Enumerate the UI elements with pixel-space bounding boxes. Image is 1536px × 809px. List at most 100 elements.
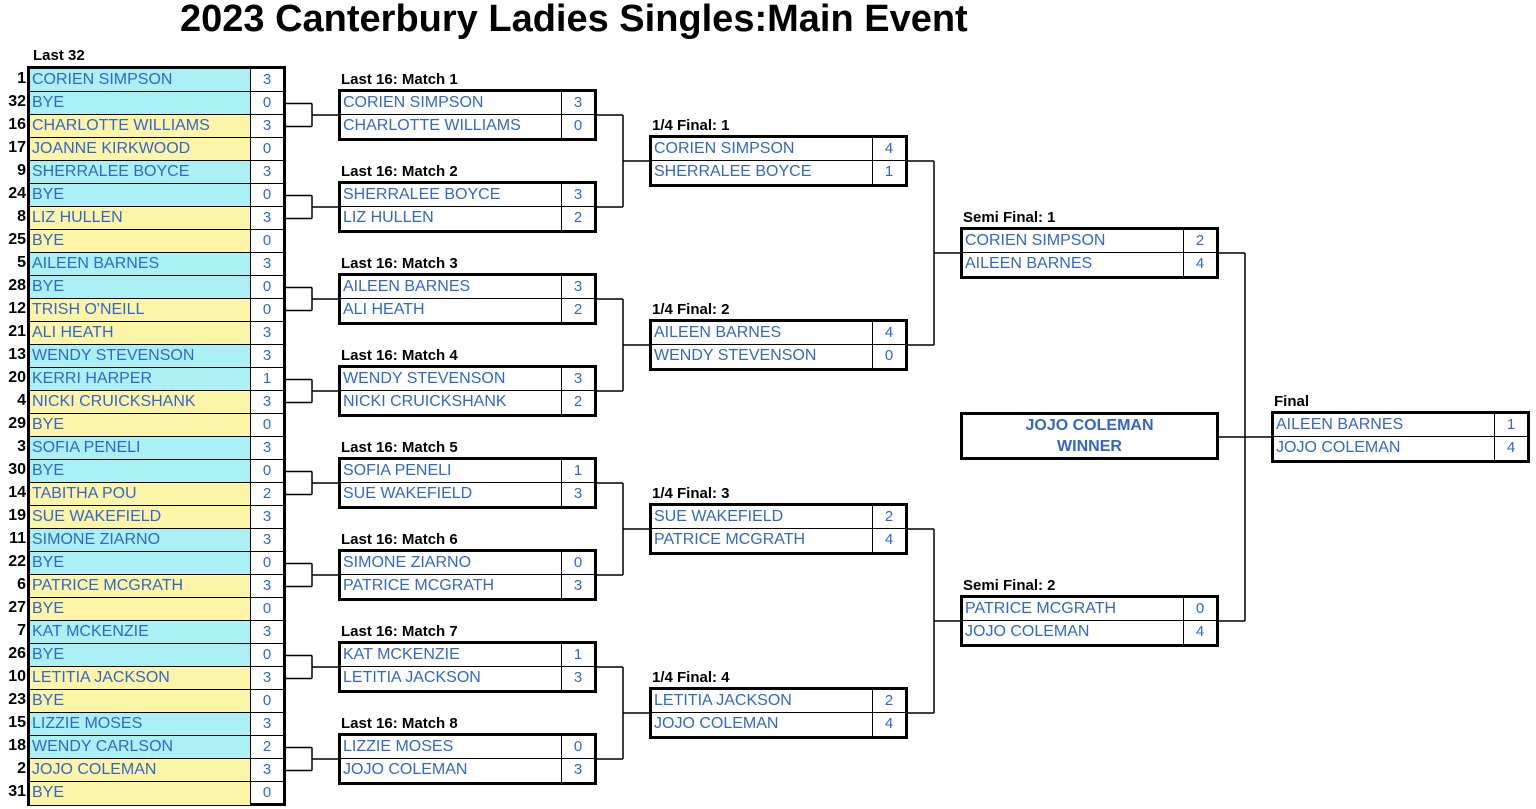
seed-number: 1 [17,70,26,87]
seed-number: 28 [8,277,26,294]
player-name: CORIEN SIMPSON [341,92,562,114]
player-score: 3 [262,669,272,686]
player-score: 0 [262,646,272,663]
player-name: BYE [30,184,251,206]
player-name: SUE WAKEFIELD [341,483,562,506]
semi-final-2-row-1: PATRICE MCGRATH 0 [963,598,1216,621]
player-score: 0 [262,232,272,249]
last32-row: WENDY CARLSON 2 [30,736,283,759]
player-name: LIZ HULLEN [30,207,251,229]
player-score: 0 [262,692,272,709]
player-score: 0 [884,347,894,364]
player-name: LIZZIE MOSES [341,736,562,758]
last32-label: Last 32 [33,47,85,64]
page-title: 2023 Canterbury Ladies Singles:Main Even… [180,0,968,40]
last32-row: BYE 0 [30,184,283,207]
seed-number: 10 [8,668,26,685]
player-name: CHARLOTTE WILLIAMS [30,115,251,137]
seed-number: 32 [8,93,26,110]
player-name: JOJO COLEMAN [963,621,1184,644]
player-score: 0 [1195,600,1205,617]
player-score: 2 [573,393,583,410]
player-score: 0 [262,140,272,157]
quarter-final-3-label: 1/4 Final: 3 [652,485,730,502]
player-score: 3 [262,255,272,272]
player-name: WENDY STEVENSON [30,345,251,367]
player-name: BYE [30,782,251,805]
quarter-final-1-label: 1/4 Final: 1 [652,117,730,134]
player-score: 3 [573,186,583,203]
player-score: 2 [262,738,272,755]
player-name: AILEEN BARNES [963,253,1184,276]
player-name: KAT MCKENZIE [341,644,562,666]
player-name: JOJO COLEMAN [1274,437,1495,460]
seed-number: 27 [8,599,26,616]
winner-name: JOJO COLEMAN [1025,417,1154,434]
player-score: 1 [573,646,583,663]
player-score: 2 [262,485,272,502]
player-name: CORIEN SIMPSON [30,69,251,91]
last16-match-4-label: Last 16: Match 4 [341,347,458,364]
player-score: 0 [262,554,272,571]
player-score: 3 [262,577,272,594]
player-score: 0 [262,416,272,433]
player-score: 0 [262,186,272,203]
seed-number: 13 [8,346,26,363]
player-score: 0 [262,301,272,318]
seed-number: 11 [9,530,26,547]
player-name: PATRICE MCGRATH [652,529,873,552]
player-score: 3 [262,531,272,548]
quarter-final-2-label: 1/4 Final: 2 [652,301,730,318]
seed-number: 23 [8,691,26,708]
player-score: 0 [262,462,272,479]
seed-number: 31 [8,783,26,800]
player-name: CORIEN SIMPSON [652,138,873,160]
player-name: AILEEN BARNES [30,253,251,275]
player-name: WENDY CARLSON [30,736,251,758]
player-score: 3 [262,393,272,410]
player-score: 3 [262,163,272,180]
player-name: WENDY STEVENSON [341,368,562,390]
seed-number: 17 [8,139,26,156]
player-score: 3 [262,623,272,640]
player-name: NICKI CRUICKSHANK [341,391,562,414]
player-name: PATRICE MCGRATH [963,598,1184,620]
player-score: 4 [884,531,894,548]
player-score: 3 [262,439,272,456]
player-score: 0 [573,554,583,571]
winner-caption: WINNER [1057,438,1122,455]
seed-number: 5 [17,254,26,271]
player-name: LIZZIE MOSES [30,713,251,735]
